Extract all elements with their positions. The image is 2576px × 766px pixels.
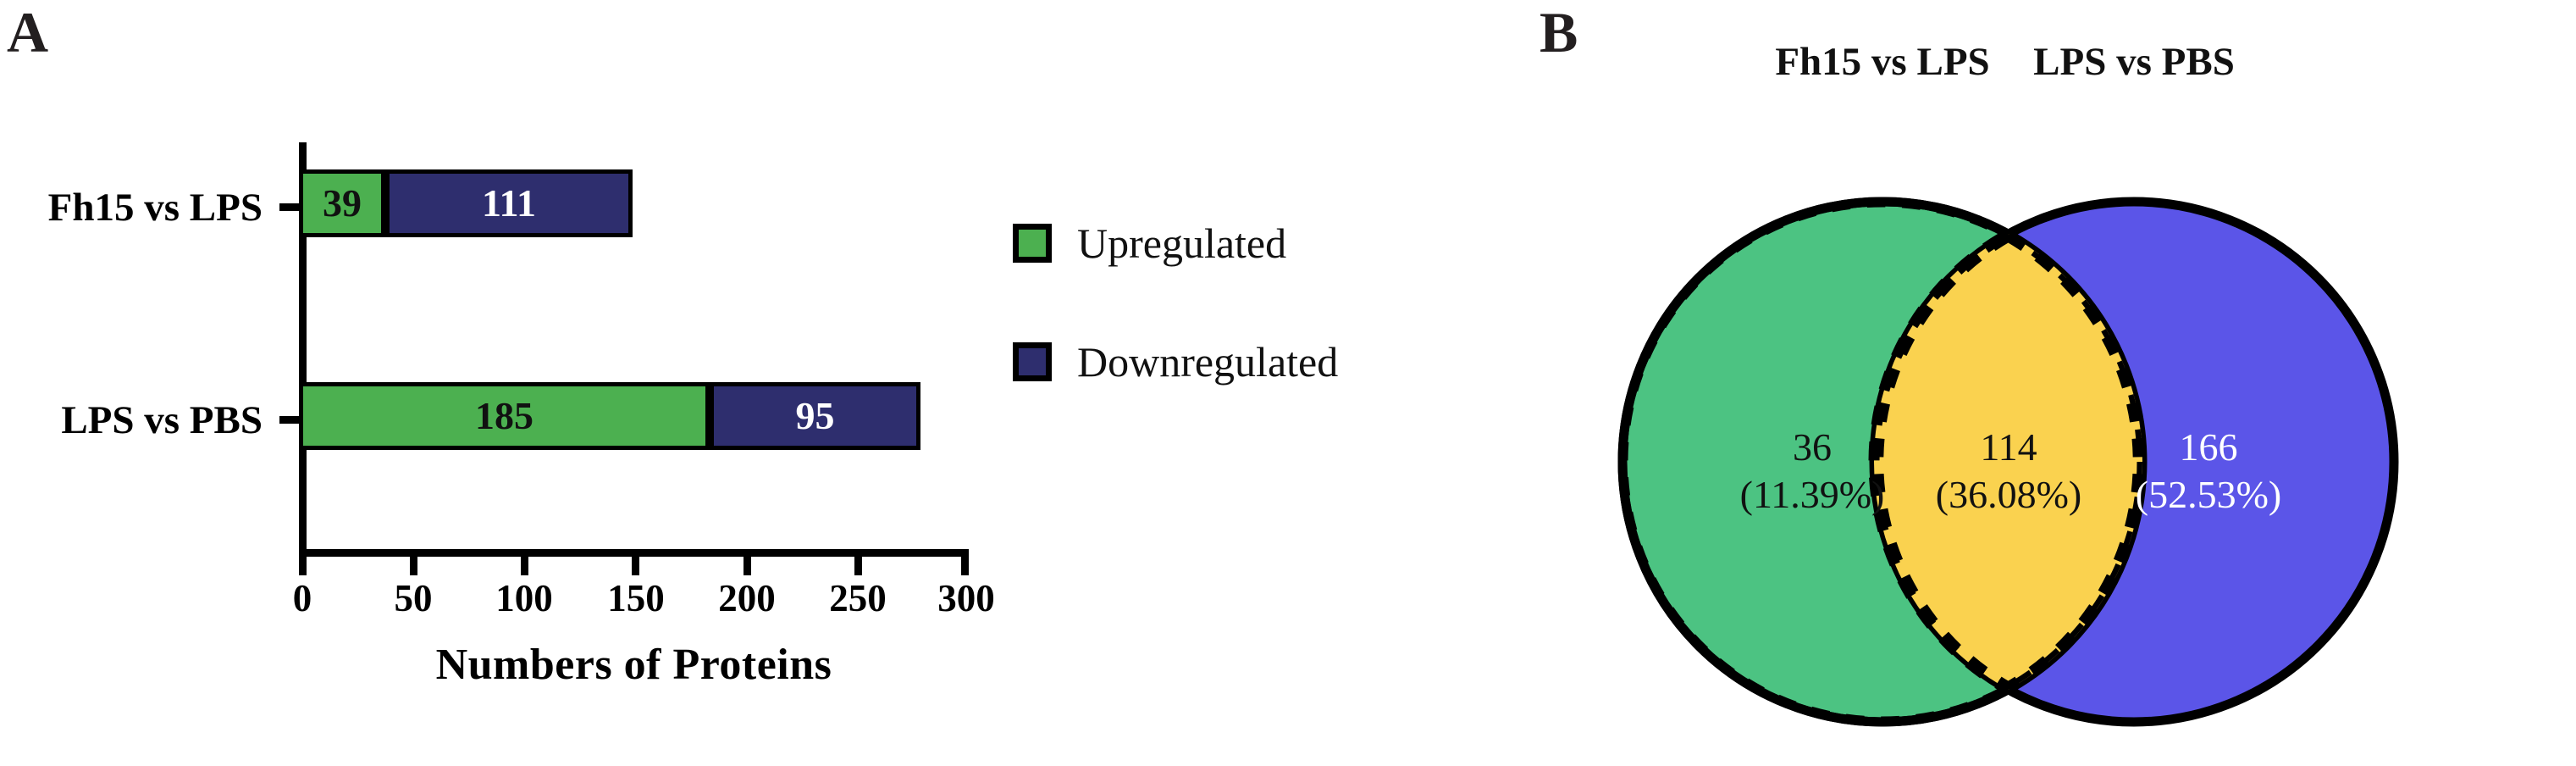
venn-count-fh15-only: 36 (11.39%) — [1694, 424, 1931, 519]
venn-lens-left-arc — [1872, 231, 2011, 692]
x-tick-label-150: 150 — [607, 577, 665, 619]
x-tick-50 — [410, 557, 417, 575]
x-tick-label-50: 50 — [394, 577, 433, 619]
x-tick-100 — [521, 557, 528, 575]
bar-lps-upregulated[interactable]: 185 — [299, 382, 710, 450]
x-tick-300 — [961, 557, 969, 575]
venn-count-intersection: 114 (36.08%) — [1890, 424, 2127, 519]
panel-b-label: B — [1540, 0, 1578, 64]
x-tick-200 — [744, 557, 751, 575]
x-tick-label-0: 0 — [292, 577, 312, 619]
x-tick-150 — [632, 557, 639, 575]
y-tick-lps-vs-pbs — [279, 416, 301, 424]
venn-count-lps-only-percent: (52.53%) — [2135, 473, 2282, 517]
legend-item-downregulated[interactable]: Downregulated — [1013, 341, 1338, 383]
venn-intersection-group[interactable] — [1868, 202, 2394, 722]
x-tick-label-250: 250 — [829, 577, 887, 619]
legend-label-downregulated: Downregulated — [1077, 338, 1339, 386]
x-tick-label-200: 200 — [718, 577, 776, 619]
x-axis-title: Numbers of Proteins — [435, 641, 832, 689]
legend-label-upregulated: Upregulated — [1077, 219, 1287, 267]
legend-item-upregulated[interactable]: Upregulated — [1013, 222, 1286, 264]
bar-fh15-downregulated[interactable]: 111 — [385, 169, 633, 237]
category-label-lps-vs-pbs: LPS vs PBS — [61, 398, 263, 442]
venn-count-intersection-number: 114 — [1980, 425, 2037, 469]
x-axis-line — [299, 549, 969, 557]
x-tick-label-300: 300 — [937, 577, 995, 619]
x-tick-0 — [299, 557, 307, 575]
venn-title-fh15-vs-lps: Fh15 vs LPS — [1775, 40, 1990, 84]
venn-intersection-fill — [1874, 202, 2142, 722]
panel-a-label: A — [7, 0, 49, 64]
venn-count-fh15-only-percent: (11.39%) — [1739, 473, 1885, 517]
legend-swatch-upregulated-icon — [1013, 224, 1052, 263]
venn-count-lps-only: 166 (52.53%) — [2090, 424, 2327, 519]
panel-a-bar-chart: A 0 50 100 150 200 250 300 Numbers of Pr… — [7, 0, 1338, 689]
venn-count-lps-only-number: 166 — [2179, 425, 2238, 469]
venn-count-fh15-only-number: 36 — [1793, 425, 1832, 469]
y-axis-line — [299, 142, 307, 549]
venn-title-lps-vs-pbs: LPS vs PBS — [2033, 40, 2235, 84]
venn-count-intersection-percent: (36.08%) — [1935, 473, 2082, 517]
venn-svg — [1617, 197, 2399, 727]
x-tick-250 — [854, 557, 862, 575]
legend-swatch-downregulated-icon — [1013, 342, 1052, 381]
venn-lens-right-arc — [2005, 231, 2144, 692]
category-label-fh15-vs-lps: Fh15 vs LPS — [47, 186, 263, 230]
y-tick-fh15-vs-lps — [279, 203, 301, 211]
bar-fh15-upregulated[interactable]: 39 — [299, 169, 385, 237]
panel-b-venn-diagram: B — [1440, 0, 2576, 766]
x-tick-label-100: 100 — [495, 577, 553, 619]
bar-lps-downregulated[interactable]: 95 — [710, 382, 920, 450]
